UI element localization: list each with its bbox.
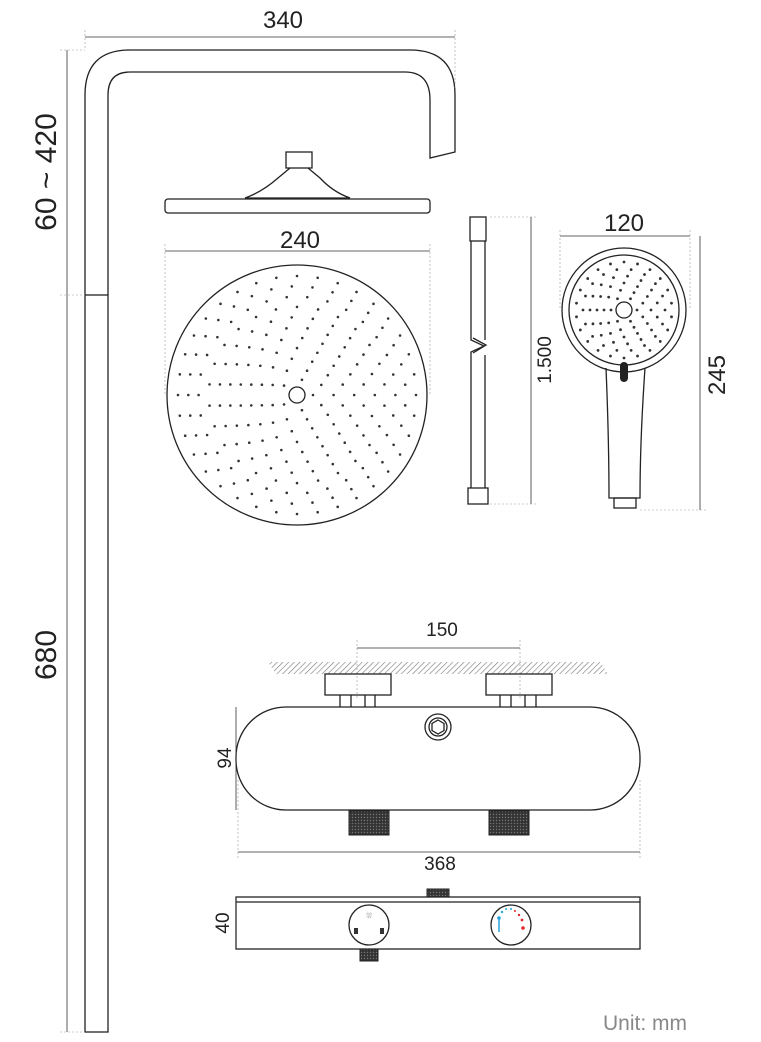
valve-width-label: 368 xyxy=(424,854,456,875)
dimension-valve-width: 368 xyxy=(237,780,641,875)
dimension-arm-height: 60 ~ 420 xyxy=(30,49,85,296)
unit-label: Unit: mm xyxy=(603,1012,687,1035)
diverter-knob[interactable]: ⛆ xyxy=(348,904,390,946)
dimension-inlet-spacing: 150 xyxy=(356,620,521,700)
dimension-riser-length: 680 xyxy=(30,295,85,1033)
hand-shower xyxy=(561,247,687,509)
hand-shower-width-label: 120 xyxy=(604,210,644,237)
valve-height-label: 94 xyxy=(215,747,236,769)
svg-text:⛆: ⛆ xyxy=(366,912,372,920)
riser-length-label: 680 xyxy=(30,630,63,680)
hand-shower-length-label: 245 xyxy=(704,355,731,395)
hand-nozzle-pattern xyxy=(575,260,673,360)
arm-length-label: 340 xyxy=(263,7,303,34)
nozzle-pattern xyxy=(176,274,418,516)
arm-height-label: 60 ~ 420 xyxy=(30,113,63,231)
dimension-hand-shower-length: 245 xyxy=(640,236,731,511)
valve-depth-label: 40 xyxy=(213,912,234,933)
rain-shower-side-view xyxy=(164,151,431,214)
inlet-spacing-label: 150 xyxy=(426,620,458,641)
dimension-hand-shower-width: 120 xyxy=(559,210,691,310)
shower-hose xyxy=(467,216,489,505)
dimension-rain-head: 240 xyxy=(164,227,431,395)
thermostatic-valve-front xyxy=(235,673,641,836)
wall-hatch xyxy=(268,662,608,674)
rain-shower-head-front xyxy=(166,264,428,526)
dimension-arm-length: 340 xyxy=(84,7,456,90)
rain-head-diameter-label: 240 xyxy=(280,227,320,254)
dimension-hose-length: 1.500 xyxy=(490,216,556,505)
dimension-valve-depth: 40 xyxy=(213,897,237,949)
dimension-valve-height: 94 xyxy=(215,707,237,810)
shower-riser xyxy=(84,49,456,1033)
thermostatic-valve-top: ⛆ xyxy=(235,888,641,962)
hose-length-label: 1.500 xyxy=(535,336,556,384)
temperature-knob[interactable] xyxy=(490,904,532,946)
